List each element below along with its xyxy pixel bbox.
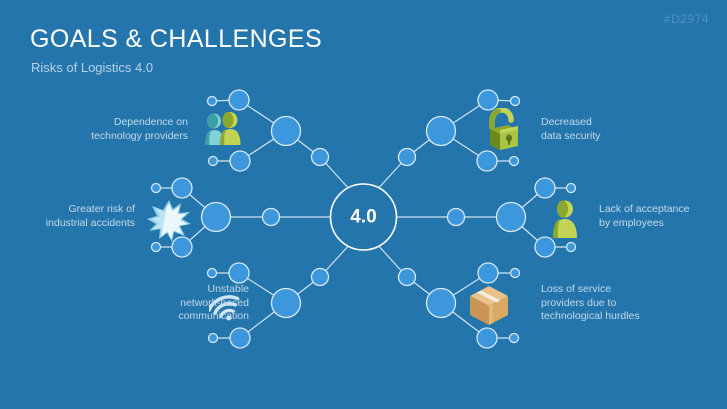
branch-label-unstable: Unstable network-based communication bbox=[178, 283, 249, 322]
center-hub-label: 4.0 bbox=[350, 207, 376, 228]
branch-label-loss: Loss of service providers due to technol… bbox=[541, 283, 640, 322]
explosion-icon bbox=[145, 198, 193, 244]
branch-label-dependence: Dependence on technology providers bbox=[91, 116, 188, 142]
watermark-code: #D2974 bbox=[663, 12, 709, 26]
center-hub-ring bbox=[329, 183, 398, 251]
branch-label-decreased: Decreased data security bbox=[541, 116, 601, 142]
wifi-signal-icon bbox=[207, 288, 247, 326]
branch-label-greater-risk: Greater risk of industrial accidents bbox=[45, 203, 135, 229]
package-box-icon bbox=[466, 282, 512, 328]
page-subtitle: Risks of Logistics 4.0 bbox=[31, 60, 154, 75]
open-lock-icon bbox=[486, 107, 522, 152]
network-nodes bbox=[150, 89, 577, 349]
branch-label-lack: Lack of acceptance by employees bbox=[599, 203, 690, 229]
page-title: GOALS & CHALLENGES bbox=[30, 25, 323, 53]
person-icon bbox=[547, 198, 581, 242]
people-icon bbox=[201, 109, 247, 155]
